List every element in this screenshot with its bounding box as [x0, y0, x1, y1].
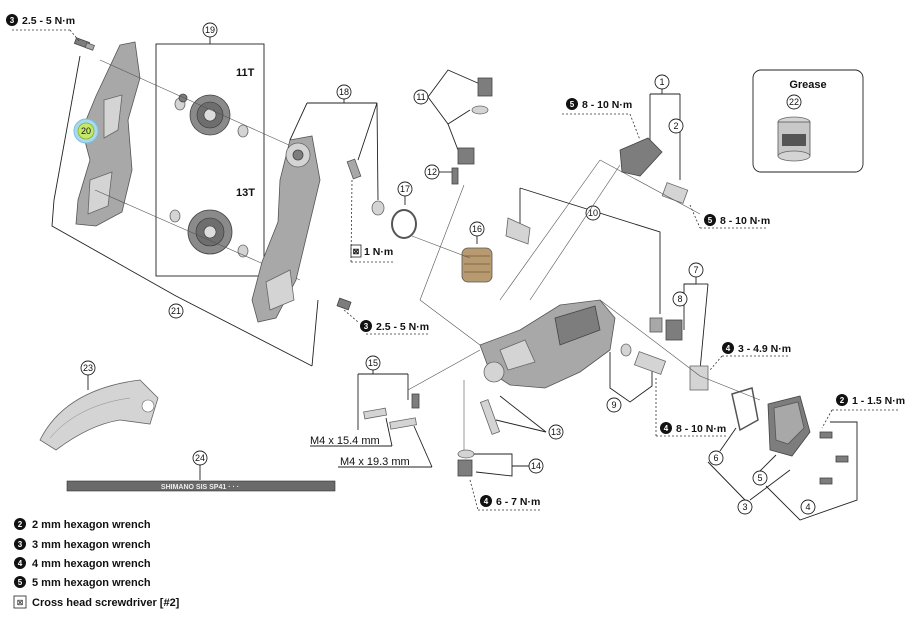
- callout-24: 24 SHIMANO SIS SP41 · · ·: [66, 450, 336, 492]
- callout-10: 10: [505, 187, 663, 333]
- legend-row-5: 5 5 mm hexagon wrench: [14, 576, 151, 589]
- pulley-box-19: 19 11T 13T: [155, 22, 265, 277]
- svg-text:18: 18: [339, 87, 349, 97]
- torque-4c: 4 6 - 7 N·m: [469, 479, 542, 511]
- svg-text:2 mm hexagon wrench: 2 mm hexagon wrench: [32, 519, 151, 531]
- torque-cage-bolt: 3 2.5 - 5 N·m: [343, 309, 429, 335]
- legend-row-4: 4 4 mm hexagon wrench: [14, 557, 151, 570]
- callout-16: 16: [461, 221, 493, 283]
- cog-teeth-bottom: 13T: [236, 187, 255, 199]
- callout-3-4-5-6: 6 5 3 4: [699, 375, 858, 521]
- cog-teeth-top: 11T: [236, 67, 255, 79]
- svg-text:4: 4: [726, 344, 731, 353]
- callout-11-12: 11 12: [413, 69, 493, 301]
- svg-text:7: 7: [693, 265, 698, 275]
- svg-text:5: 5: [570, 100, 575, 109]
- callout-1-2: 1 2: [499, 74, 701, 301]
- svg-text:5: 5: [708, 216, 713, 225]
- svg-text:3 mm hexagon wrench: 3 mm hexagon wrench: [32, 539, 151, 551]
- svg-text:5: 5: [18, 578, 23, 587]
- svg-text:2: 2: [840, 396, 845, 405]
- callout-18: 18: [289, 84, 379, 201]
- svg-text:17: 17: [400, 184, 410, 194]
- svg-text:4: 4: [805, 502, 810, 512]
- svg-text:8: 8: [677, 294, 682, 304]
- svg-text:5 mm hexagon wrench: 5 mm hexagon wrench: [32, 577, 151, 589]
- svg-text:21: 21: [171, 306, 181, 316]
- legend-row-screwdriver: ⊠ Cross head screwdriver [#2]: [13, 595, 180, 609]
- svg-text:8 - 10 N·m: 8 - 10 N·m: [582, 99, 632, 111]
- svg-text:24: 24: [195, 453, 205, 463]
- pulley-cog-11t: [189, 94, 231, 136]
- torque-4b: 4 8 - 10 N·m: [655, 376, 726, 437]
- svg-text:3 - 4.9 N·m: 3 - 4.9 N·m: [738, 343, 791, 355]
- svg-text:4: 4: [484, 497, 489, 506]
- callout-17: 17: [391, 181, 417, 239]
- callout-21: 21: [51, 55, 319, 367]
- svg-text:⊠: ⊠: [17, 598, 24, 607]
- svg-text:3: 3: [18, 540, 23, 549]
- callout-13-14: 13 14: [457, 380, 564, 477]
- svg-text:⊠: ⊠: [353, 247, 360, 256]
- cable-print: SHIMANO SIS SP41 · · ·: [161, 484, 239, 491]
- svg-text:4 mm hexagon wrench: 4 mm hexagon wrench: [32, 558, 151, 570]
- svg-text:9: 9: [611, 400, 616, 410]
- svg-text:6: 6: [713, 453, 718, 463]
- svg-text:8 - 10 N·m: 8 - 10 N·m: [676, 423, 726, 435]
- torque-5b: 5 8 - 10 N·m: [689, 204, 770, 229]
- part-number-20: 20: [81, 126, 91, 136]
- svg-text:13: 13: [551, 427, 561, 437]
- torque-2a: 2 1 - 1.5 N·m: [821, 394, 905, 429]
- torque-5a: 5 8 - 10 N·m: [562, 98, 641, 141]
- svg-text:3: 3: [364, 322, 369, 331]
- svg-text:3: 3: [742, 502, 747, 512]
- svg-text:15: 15: [368, 358, 378, 368]
- bolt-size-long: M4 x 19.3 mm: [340, 456, 410, 468]
- legend-row-2: 2 2 mm hexagon wrench: [14, 518, 151, 531]
- tool-legend: 2 2 mm hexagon wrench 3 3 mm hexagon wre…: [13, 518, 180, 609]
- inner-cage-plate: 20: [73, 41, 141, 227]
- grease-box: Grease 22: [752, 69, 864, 173]
- svg-text:Cross head screwdriver [#2]: Cross head screwdriver [#2]: [32, 597, 180, 609]
- callout-23: 23: [39, 360, 159, 451]
- svg-text:14: 14: [531, 461, 541, 471]
- pulley-cog-13t: [187, 209, 233, 255]
- svg-text:3: 3: [10, 16, 15, 25]
- svg-text:6 - 7 N·m: 6 - 7 N·m: [496, 496, 540, 508]
- svg-text:4: 4: [664, 424, 669, 433]
- svg-text:2.5 - 5 N·m: 2.5 - 5 N·m: [22, 15, 75, 27]
- svg-text:23: 23: [83, 363, 93, 373]
- cage-top-bolt: [73, 37, 95, 51]
- torque-screw: ⊠ 1 N·m: [350, 179, 395, 263]
- torque-cage-top: 3 2.5 - 5 N·m: [6, 14, 81, 43]
- derailleur-main-body: [479, 299, 616, 389]
- grease-title: Grease: [789, 79, 826, 91]
- svg-text:2: 2: [673, 121, 678, 131]
- svg-text:1: 1: [659, 77, 664, 87]
- legend-row-3: 3 3 mm hexagon wrench: [14, 538, 151, 551]
- svg-text:2.5 - 5 N·m: 2.5 - 5 N·m: [376, 321, 429, 333]
- callout-9: 9: [606, 343, 667, 413]
- callout-15: 15 M4 x 15.4 mm M4 x 19.3 mm: [310, 349, 481, 468]
- svg-text:4: 4: [18, 559, 23, 568]
- svg-text:22: 22: [789, 97, 799, 107]
- callout-7-8: 7 8: [599, 262, 709, 391]
- svg-text:2: 2: [18, 520, 23, 529]
- svg-text:8 - 10 N·m: 8 - 10 N·m: [720, 215, 770, 227]
- svg-text:11: 11: [416, 92, 425, 102]
- bolt-size-short: M4 x 15.4 mm: [310, 435, 380, 447]
- svg-text:1 N·m: 1 N·m: [364, 246, 393, 258]
- svg-text:10: 10: [588, 208, 598, 218]
- part-number-19: 19: [205, 25, 215, 35]
- svg-text:12: 12: [427, 167, 437, 177]
- svg-text:1 - 1.5 N·m: 1 - 1.5 N·m: [852, 395, 905, 407]
- svg-text:16: 16: [472, 224, 482, 234]
- torque-4a: 4 3 - 4.9 N·m: [709, 342, 791, 371]
- svg-text:5: 5: [757, 473, 762, 483]
- outer-cage-plate: [251, 135, 321, 323]
